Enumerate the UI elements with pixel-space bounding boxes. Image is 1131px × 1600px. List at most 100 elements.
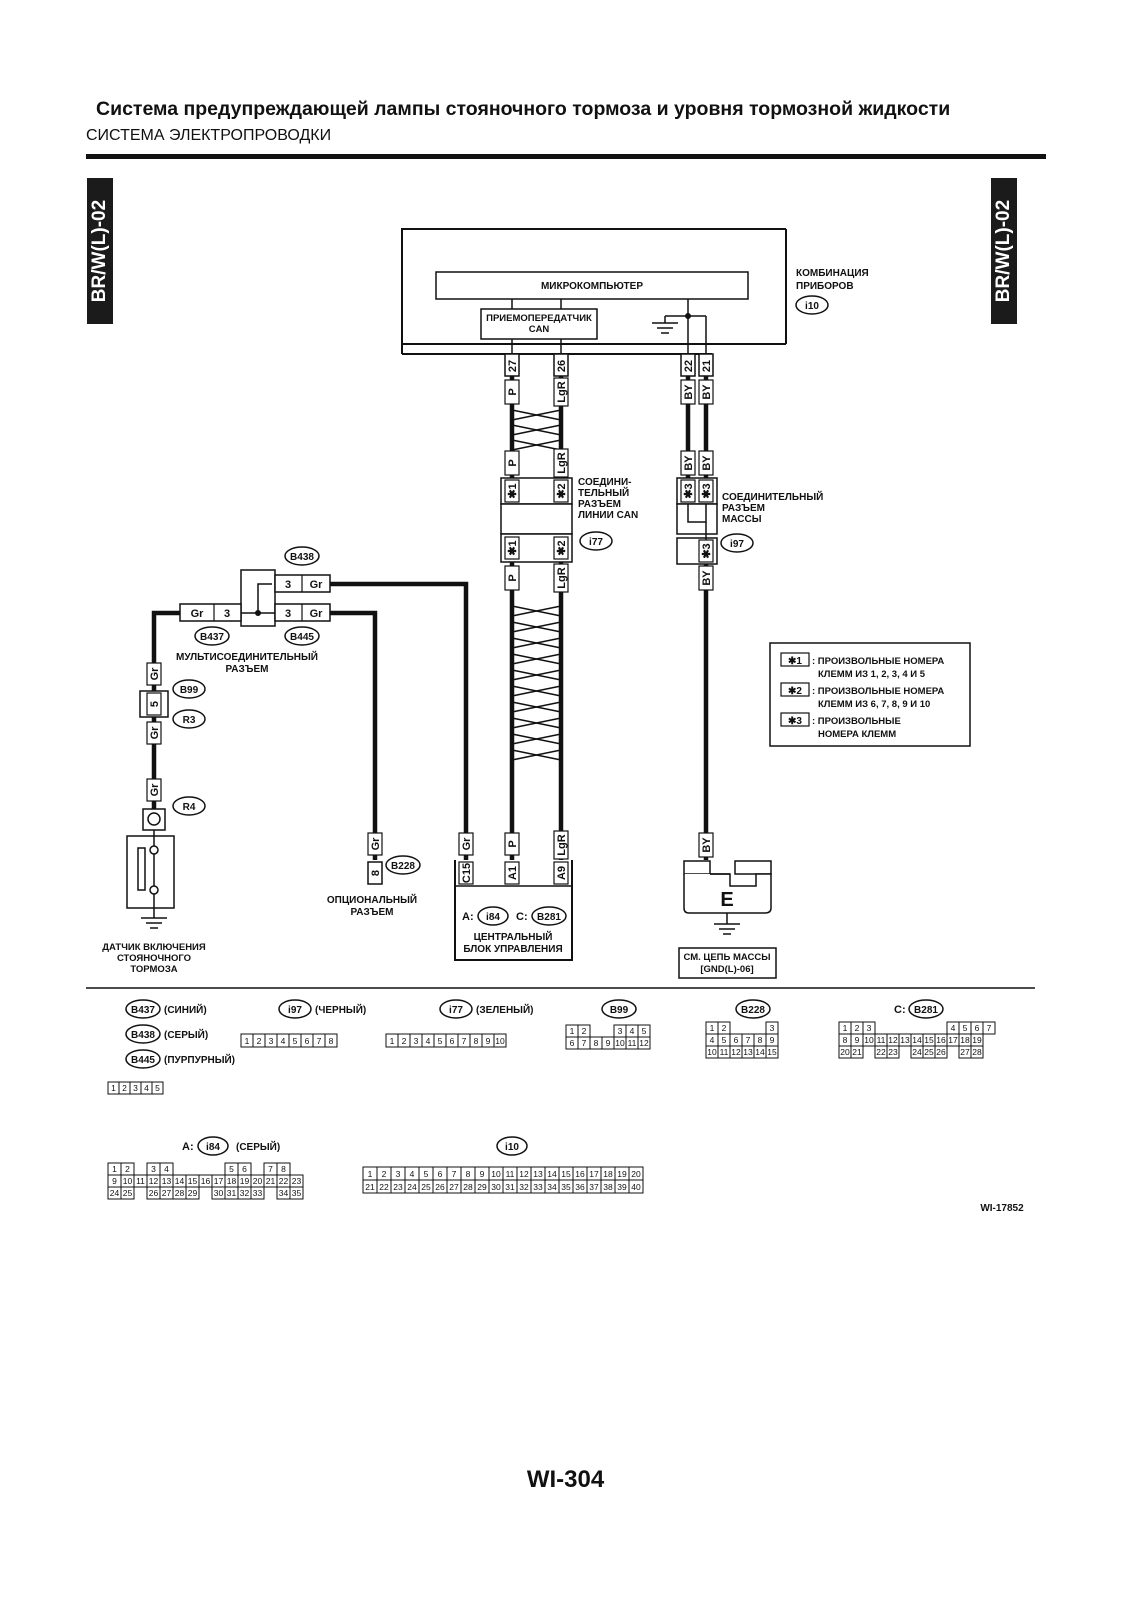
svg-text:(СЕРЫЙ): (СЕРЫЙ) <box>236 1140 280 1153</box>
pin-number: 24 <box>407 1182 417 1192</box>
ground-point-e: E СМ. ЦЕПЬ МАССЫ [GND(L)-06] <box>678 860 777 979</box>
pin-number: 18 <box>960 1035 970 1045</box>
pin-number: 32 <box>519 1182 529 1192</box>
legend: ✱1 : ПРОИЗВОЛЬНЫЕ НОМЕРА КЛЕММ ИЗ 1, 2, … <box>769 642 971 747</box>
pin-number: 3 <box>269 1036 274 1046</box>
pin-number: 5 <box>293 1036 298 1046</box>
pin-number: 3 <box>618 1026 623 1036</box>
svg-text:: ПРОИЗВОЛЬНЫЕ НОМЕРА: : ПРОИЗВОЛЬНЫЕ НОМЕРА <box>812 656 944 667</box>
pin-number: 19 <box>972 1035 982 1045</box>
svg-text:P: P <box>507 840 519 847</box>
pin-number: 22 <box>876 1047 886 1057</box>
svg-text:(ЧЕРНЫЙ): (ЧЕРНЫЙ) <box>315 1003 366 1016</box>
pin-number: 4 <box>281 1036 286 1046</box>
pin-number: 16 <box>936 1035 946 1045</box>
pin-number: 3 <box>414 1036 419 1046</box>
cbu-label-1: ЦЕНТРАЛЬНЫЙ <box>474 930 553 943</box>
svg-text:Gr: Gr <box>149 667 161 681</box>
pin-number: 29 <box>188 1188 198 1198</box>
sensor-label-3: ТОРМОЗА <box>130 964 177 975</box>
pin-number: 8 <box>843 1035 848 1045</box>
pin-number: 1 <box>390 1036 395 1046</box>
svg-text:КЛЕММ ИЗ 6, 7, 8, 9 И 10: КЛЕММ ИЗ 6, 7, 8, 9 И 10 <box>818 699 930 710</box>
svg-text:B228: B228 <box>391 861 415 872</box>
svg-text:P: P <box>507 459 519 466</box>
svg-text:i10: i10 <box>505 1142 519 1153</box>
pin-number: 31 <box>505 1182 515 1192</box>
pin-number: 39 <box>617 1182 627 1192</box>
svg-text:C15: C15 <box>461 863 473 883</box>
wires <box>151 376 709 860</box>
sensor-label-2: СТОЯНОЧНОГО <box>117 953 191 964</box>
svg-text:Gr: Gr <box>370 837 382 851</box>
ground-joint-id: i97 <box>730 539 744 550</box>
pin-number: 27 <box>162 1188 172 1198</box>
pin-number: 1 <box>710 1023 715 1033</box>
pin-number: 30 <box>491 1182 501 1192</box>
pin-number: 40 <box>631 1182 641 1192</box>
pin-number: 23 <box>393 1182 403 1192</box>
pin-number: 20 <box>840 1047 850 1057</box>
svg-text:B445: B445 <box>131 1055 155 1066</box>
svg-text:i84: i84 <box>206 1142 220 1153</box>
page-number: WI-304 <box>526 1466 605 1493</box>
header-rule <box>86 154 1046 159</box>
pin-number: 33 <box>533 1182 543 1192</box>
pin-number: 2 <box>125 1164 130 1174</box>
svg-text:BY: BY <box>701 570 713 586</box>
svg-text:LgR: LgR <box>556 381 568 402</box>
pin-number: 35 <box>292 1188 302 1198</box>
svg-text:LgR: LgR <box>556 567 568 588</box>
cbu-label-2: БЛОК УПРАВЛЕНИЯ <box>463 944 562 955</box>
pin-number: 4 <box>710 1035 715 1045</box>
side-tab-right: BR/W(L)-02 <box>991 178 1017 324</box>
pin-number: 6 <box>975 1023 980 1033</box>
pin-number: 30 <box>214 1188 224 1198</box>
pin-number: 7 <box>582 1038 587 1048</box>
multi-id-b445: B445 <box>290 632 314 643</box>
pin-number: 8 <box>474 1036 479 1046</box>
microcomputer-label: МИКРОКОМПЬЮТЕР <box>541 281 643 292</box>
pin-number: 8 <box>466 1169 471 1179</box>
pin-number: 19 <box>617 1169 627 1179</box>
pin-number: 15 <box>188 1176 198 1186</box>
pin-number: 15 <box>767 1047 777 1057</box>
svg-text:Gr: Gr <box>310 608 324 620</box>
pin-number: 25 <box>421 1182 431 1192</box>
pin-number: 14 <box>755 1047 765 1057</box>
svg-text:BY: BY <box>683 384 695 400</box>
pin-number: 7 <box>452 1169 457 1179</box>
can-transceiver-box <box>480 308 598 340</box>
meter-id: i10 <box>805 301 819 312</box>
optional-label-1: ОПЦИОНАЛЬНЫЙ <box>327 893 417 906</box>
pin-number: 5 <box>963 1023 968 1033</box>
pin-number: 6 <box>450 1036 455 1046</box>
svg-text:LgR: LgR <box>556 452 568 473</box>
pin-number: 15 <box>561 1169 571 1179</box>
microcomputer-box <box>435 271 749 300</box>
pin-number: 32 <box>240 1188 250 1198</box>
pin-number: 1 <box>111 1083 116 1093</box>
pin-number: 5 <box>642 1026 647 1036</box>
pin-number: 6 <box>242 1164 247 1174</box>
pin-number: 8 <box>758 1035 763 1045</box>
svg-text:A9: A9 <box>556 866 568 880</box>
pin-number: 4 <box>630 1026 635 1036</box>
pin-number: 18 <box>227 1176 237 1186</box>
pin-number: 21 <box>852 1047 862 1057</box>
pin-number: 17 <box>214 1176 224 1186</box>
svg-text:(СИНИЙ): (СИНИЙ) <box>164 1003 207 1016</box>
svg-text:✱2: ✱2 <box>556 483 568 498</box>
pin-number: 10 <box>491 1169 501 1179</box>
pin-number: 15 <box>924 1035 934 1045</box>
pin-number: 37 <box>589 1182 599 1192</box>
pin-number: 26 <box>149 1188 159 1198</box>
svg-text:(СЕРЫЙ): (СЕРЫЙ) <box>164 1028 208 1041</box>
svg-text:i77: i77 <box>449 1005 463 1016</box>
pin-number: 10 <box>707 1047 717 1057</box>
svg-text:КЛЕММ ИЗ 1, 2, 3, 4 И 5: КЛЕММ ИЗ 1, 2, 3, 4 И 5 <box>818 669 926 680</box>
multi-id-b438: B438 <box>290 552 314 563</box>
